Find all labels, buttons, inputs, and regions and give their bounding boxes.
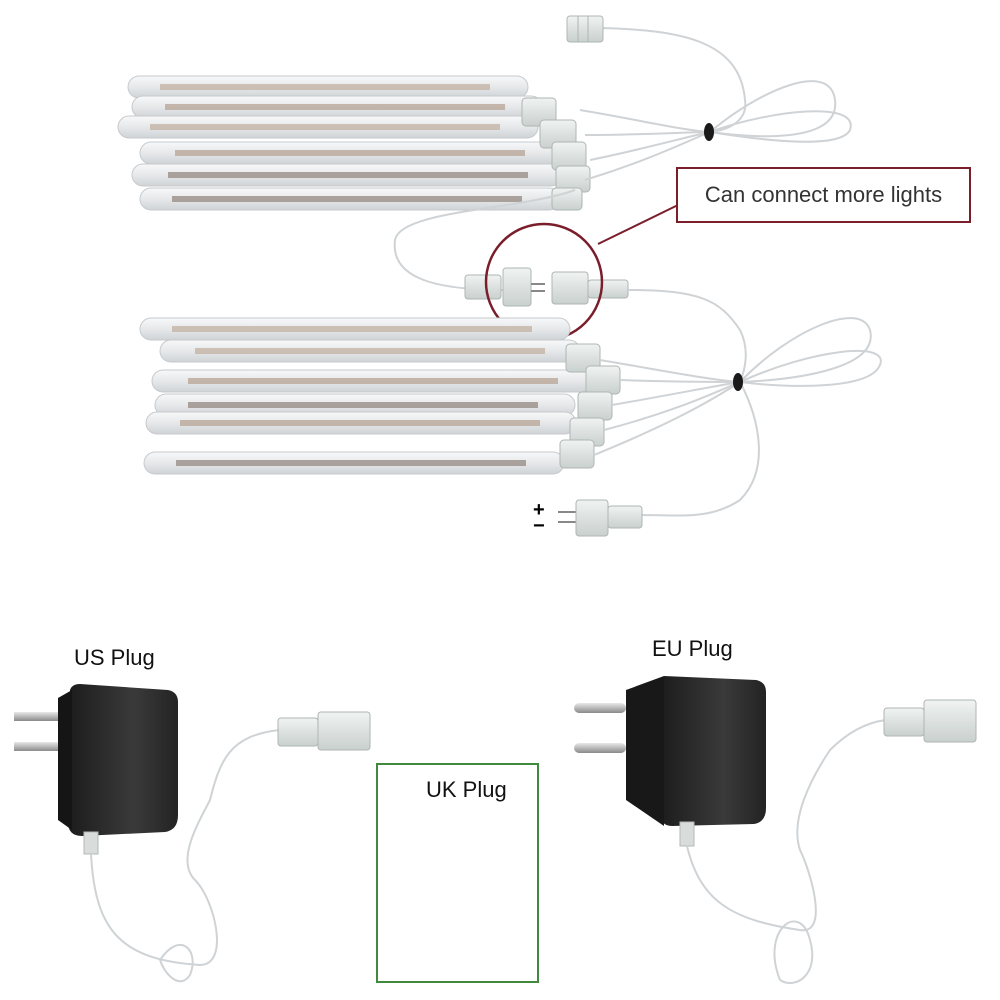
upper-wire-bundle [393,27,852,291]
meteor-tube [145,411,577,435]
female-connector-top [566,15,604,43]
lower-meteor-tube-set [139,289,882,537]
plus-sign: + [533,499,545,521]
callout-box: Can connect more lights [676,167,971,223]
tube-end-caps [559,343,621,469]
cable-tie [704,123,714,141]
meteor-tube [131,95,543,119]
polarity-marks: + − [533,499,545,537]
callout-leader-line [597,204,679,245]
meteor-tube [143,451,565,475]
meteor-tube [139,141,561,165]
eu-plug-adapter [574,676,977,985]
us-plug-label: US Plug [74,645,155,670]
uk-plug-frame [376,763,539,983]
connector-pair [464,267,629,307]
tube-end-caps [521,97,591,211]
eu-plug-label: EU Plug [652,636,733,661]
meteor-tube [159,339,581,363]
upper-meteor-tube-set [117,15,852,291]
lower-wire-bundle [593,317,882,517]
us-plug-adapter [14,684,371,983]
meteor-tube [151,369,593,393]
meteor-tube [131,163,563,187]
meteor-tube [117,115,539,139]
minus-sign: − [533,515,545,537]
male-power-connector [558,499,643,537]
uk-plug-label: UK Plug [426,777,507,802]
cable-tie [733,373,743,391]
callout-text: Can connect more lights [704,182,943,207]
meteor-tube [127,75,529,99]
meteor-tube [139,317,571,341]
